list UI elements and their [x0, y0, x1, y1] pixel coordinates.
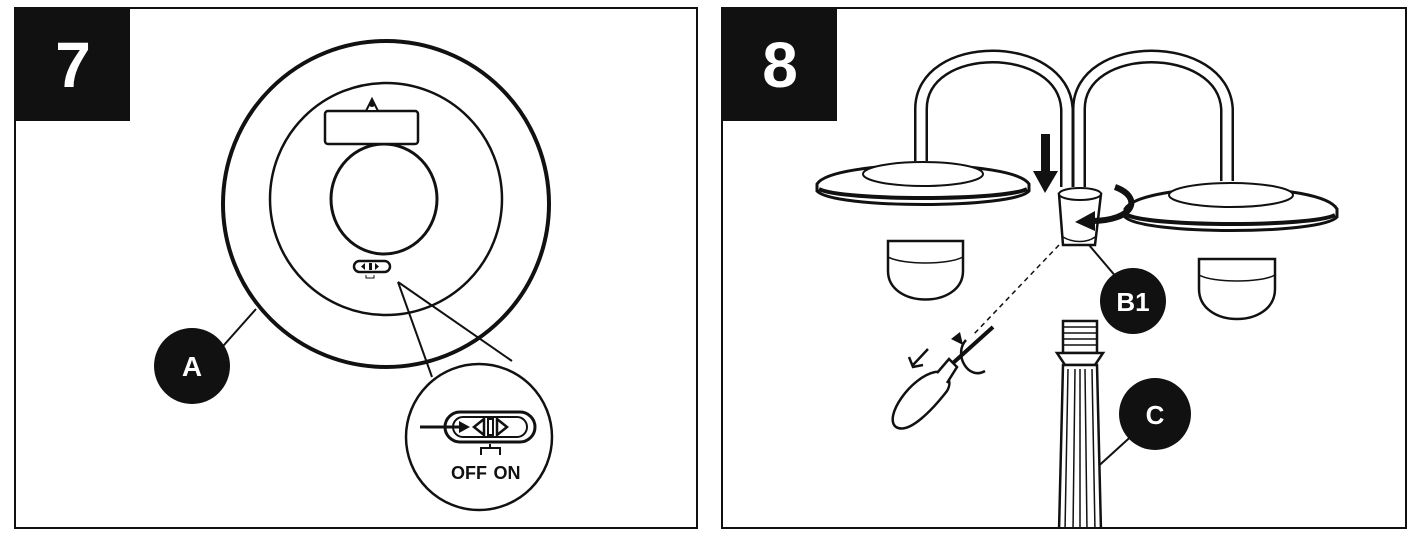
switch-on-label: ON: [494, 463, 521, 483]
enlarged-switch: [443, 410, 537, 455]
zoom-line-right: [397, 281, 513, 362]
screwdriver-icon: [891, 325, 995, 430]
lamp-base-center-hole: [329, 142, 439, 256]
callout-b1-badge: [1100, 268, 1166, 334]
right-lamp: [1123, 182, 1339, 321]
gooseneck-arms: [914, 49, 1234, 187]
step-7-panel: OFF ON A 7: [14, 7, 698, 529]
hanging-hole: [369, 101, 375, 107]
label-plate: [323, 109, 420, 146]
step-8-illustration: B1 C: [815, 49, 1339, 527]
switch-off-label: OFF: [451, 463, 487, 483]
step-8-badge: 8: [723, 9, 837, 121]
step-7-number: 7: [55, 29, 91, 101]
left-lamp: [815, 161, 1031, 301]
callout-a-label: A: [182, 351, 202, 382]
callout-c-badge: [1119, 378, 1191, 450]
step-7-badge: 7: [16, 9, 130, 121]
callout-b1-label: B1: [1116, 287, 1149, 317]
down-arrow-icon: [1033, 134, 1058, 193]
push-arrow-icon: [420, 421, 470, 433]
rotate-arrow-icon: [1075, 184, 1135, 231]
zoom-line-left: [397, 281, 433, 378]
small-switch: [352, 259, 392, 279]
step-7-illustration: OFF ON A: [154, 39, 554, 512]
step-8-panel: B1 C 8: [721, 7, 1407, 529]
dashed-guide-line: [972, 244, 1060, 336]
callout-a-badge: [154, 328, 230, 404]
step-8-number: 8: [762, 29, 798, 101]
callout-c-label: C: [1146, 400, 1165, 430]
post: [1054, 319, 1106, 527]
